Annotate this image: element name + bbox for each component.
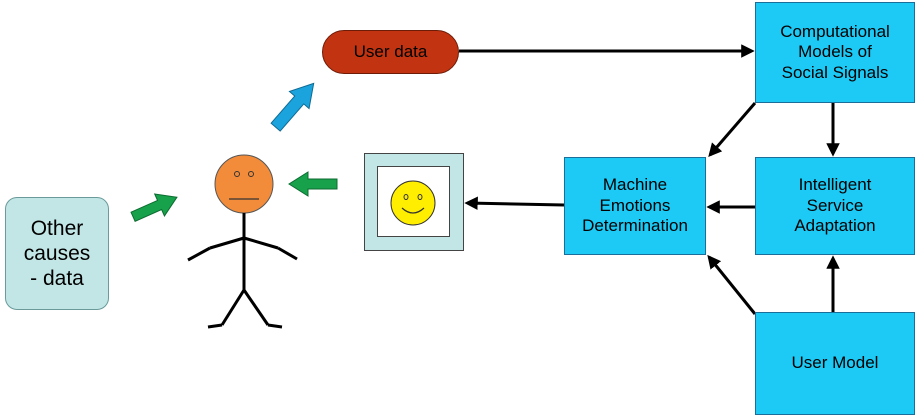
user-model-box: User Model xyxy=(755,312,915,415)
intelligent-service-box: Intelligent Service Adaptation xyxy=(755,157,915,255)
arrow-usermodel-to-machine xyxy=(707,254,757,315)
blue-arrow-to-user-data xyxy=(270,82,315,132)
smiley-screen-frame xyxy=(364,153,464,251)
computational-models-box: Computational Models of Social Signals xyxy=(755,2,915,103)
user-data-pill: User data xyxy=(322,30,459,74)
arrow-models-to-machine xyxy=(708,102,757,158)
machine-emotions-box: Machine Emotions Determination xyxy=(564,157,706,255)
green-arrow-from-screen xyxy=(288,171,338,197)
green-arrow-from-causes xyxy=(130,193,178,222)
person-icon xyxy=(187,154,298,329)
smiley-face-icon xyxy=(390,180,436,226)
arrow-machine-to-screen xyxy=(464,196,565,210)
smiley-screen xyxy=(377,166,450,237)
other-causes-data-box: Other causes - data xyxy=(5,197,109,310)
